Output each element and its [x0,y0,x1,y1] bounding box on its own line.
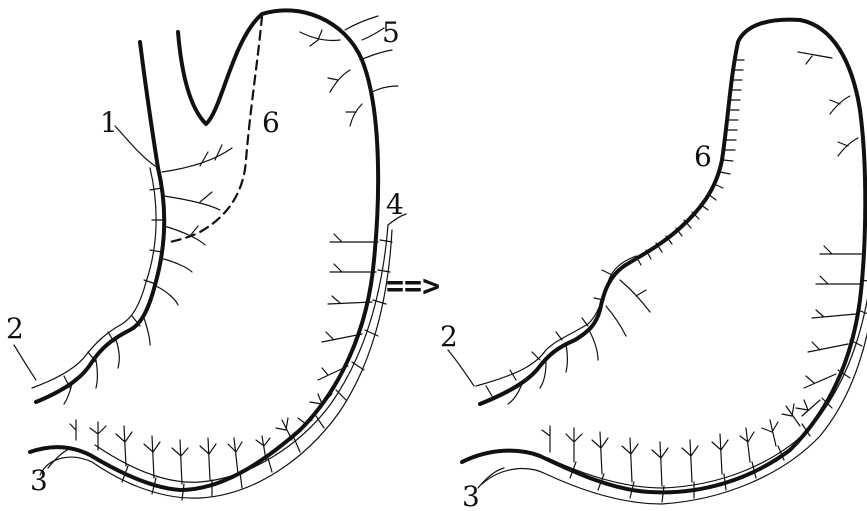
right-label-3: 3 [462,480,480,511]
right-suture-staples [636,60,744,265]
right-greater-curvature-outline [462,20,865,493]
left-leader-5 [362,28,384,40]
right-greater-rungs [570,280,867,502]
right-label-6: 6 [694,140,712,173]
right-lesser-curvature-outline [480,160,722,404]
right-label-2: 2 [440,320,458,353]
right-lesser-branches [508,280,650,404]
left-label-6: 6 [262,106,280,139]
transformation-arrow: ==> [386,269,440,304]
right-greater-arcade-inner [548,250,867,488]
right-greater-branches [542,246,862,486]
left-label-4: 4 [386,188,404,221]
left-greater-curvature-outline [30,10,378,490]
left-lesser-arcade [32,168,156,388]
left-greater-branches [70,234,378,484]
left-stomach-figure: 1 2 3 4 5 6 [6,10,406,500]
left-lesser-rungs [64,188,164,388]
left-label-1: 1 [100,106,118,139]
left-label-2: 2 [6,312,24,345]
right-leader-2 [448,350,474,386]
right-stomach-figure: 6 2 3 [440,20,867,511]
left-label-5: 5 [382,16,400,49]
left-leader-2 [14,345,36,380]
left-label-3: 3 [30,464,48,497]
left-esophagus-wall [140,42,158,168]
